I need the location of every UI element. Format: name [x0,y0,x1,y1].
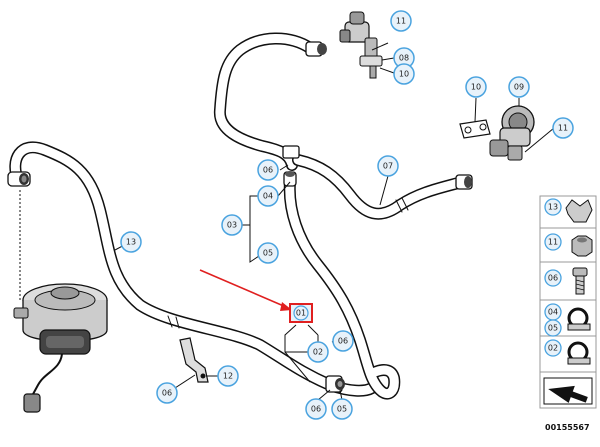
hose-07-end-connector [455,174,473,190]
bracket-12 [179,337,209,383]
callout-06-right[interactable]: 06 [332,330,354,352]
callout-03[interactable]: 03 [221,214,243,236]
callout-label: 03 [227,221,237,230]
callout-01-highlighted[interactable]: 01 [289,303,313,323]
hose-07 [292,154,468,220]
legend-item-13[interactable]: 13 [544,198,593,223]
callout-label: 06 [263,166,273,175]
callout-13[interactable]: 13 [120,231,142,253]
callout-label: 01 [296,309,306,318]
arrow-icon [543,377,593,405]
callout-06-bottom[interactable]: 06 [305,398,327,420]
legend-item-04[interactable]: 04 [544,303,562,321]
left-hose-end-connector [7,171,31,187]
secondary-air-pump [13,283,108,413]
callout-label: 13 [126,238,136,247]
callout-05-middle[interactable]: 05 [257,242,279,264]
middle-hose-clip [282,145,300,187]
callout-05-bottom[interactable]: 05 [331,398,353,420]
callout-07[interactable]: 07 [377,155,399,177]
legend-label: 13 [548,203,558,212]
callout-12[interactable]: 12 [217,365,239,387]
highlight-arrow [199,269,292,311]
callout-label: 06 [162,389,172,398]
callout-10-right[interactable]: 10 [465,76,487,98]
callout-label: 08 [399,54,409,63]
callout-11-top[interactable]: 11 [390,10,412,32]
callout-label: 05 [263,249,273,258]
legend-item-11[interactable]: 11 [544,233,593,257]
callout-10-top[interactable]: 10 [393,63,415,85]
callout-label: 07 [383,162,393,171]
legend-item-05[interactable]: 05 [544,307,591,337]
legend-label: 05 [548,324,558,333]
callout-label: 11 [558,124,568,133]
legend-item-02[interactable]: 02 [544,339,591,365]
legend-label: 11 [548,238,558,247]
callout-label: 05 [337,405,347,414]
callout-label: 04 [263,192,273,201]
callout-11-right[interactable]: 11 [552,117,574,139]
callout-label: 12 [223,372,233,381]
legend-panel: 13 11 06 04 05 [539,195,597,409]
valve-09 [489,105,535,161]
callout-label: 09 [514,83,524,92]
callout-06-bottom-left[interactable]: 06 [156,382,178,404]
callout-02[interactable]: 02 [307,341,329,363]
legend-label: 02 [548,344,558,353]
gasket-10 [459,119,491,139]
callout-label: 06 [311,405,321,414]
bottom-hose-connector [325,375,345,393]
callout-09[interactable]: 09 [508,76,530,98]
middle-vertical-hose [283,176,401,400]
document-id: 00155567 [545,423,590,432]
upper-hose-connector [305,41,327,57]
left-hose [9,141,378,397]
callout-label: 10 [399,70,409,79]
legend-label: 06 [548,274,558,283]
callout-label: 02 [313,348,323,357]
callout-label: 06 [338,337,348,346]
upper-hose [213,32,316,171]
legend-label: 04 [548,308,558,317]
callout-label: 10 [471,83,481,92]
callout-04[interactable]: 04 [257,185,279,207]
check-valve-top [339,11,383,79]
callout-label: 11 [396,17,406,26]
callout-06-middle[interactable]: 06 [257,159,279,181]
legend-item-06[interactable]: 06 [544,267,588,295]
